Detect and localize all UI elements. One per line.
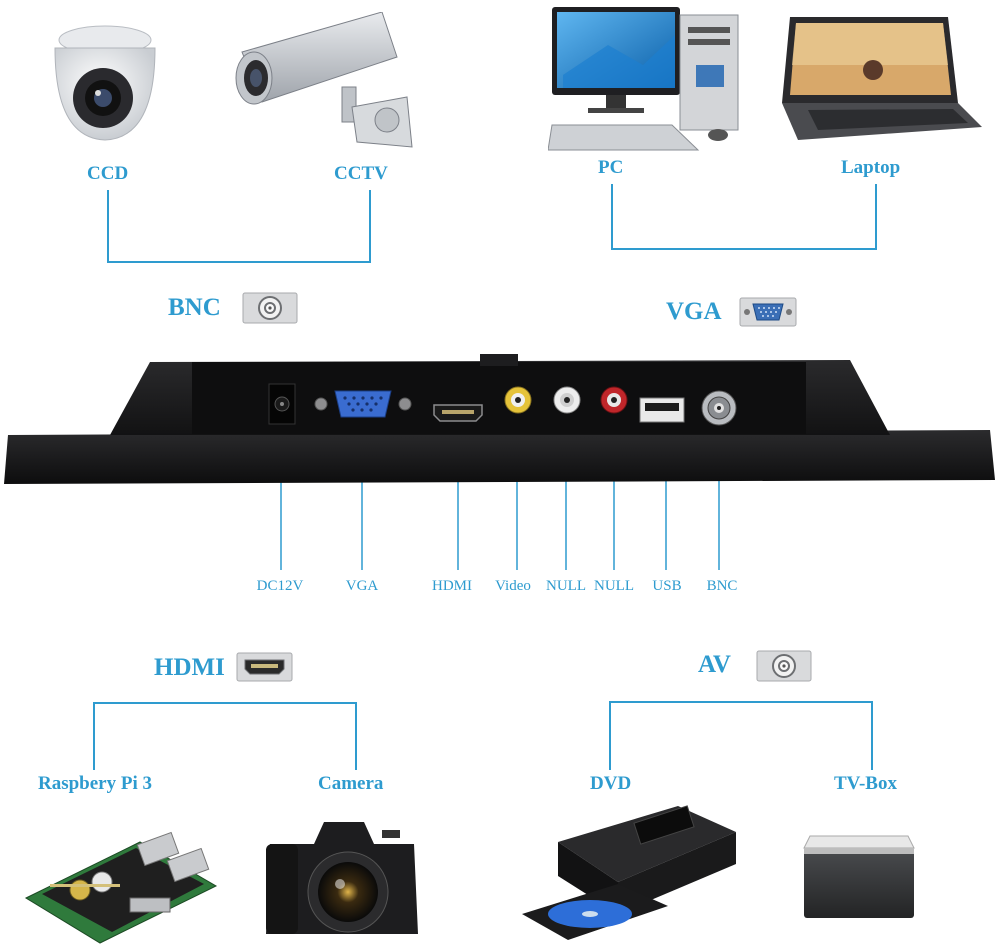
- video-rca-port: [504, 386, 532, 414]
- port-label-usb: USB: [652, 578, 682, 594]
- port-label-vga: VGA: [345, 578, 379, 594]
- pc-image: [548, 7, 739, 151]
- raspberry-pi-image: [24, 831, 218, 944]
- port-label-null-1: NULL: [546, 578, 586, 594]
- monitor-back-panel: [4, 354, 995, 484]
- section-title-bnc: BNC: [168, 294, 221, 321]
- section-title-vga: VGA: [666, 298, 722, 325]
- hdmi-port: [433, 404, 483, 422]
- tv-box-image: [803, 835, 915, 918]
- device-label-cctv: CCTV: [334, 163, 388, 184]
- device-label-raspberry-pi: Raspbery Pi 3: [38, 773, 152, 794]
- vga-port: [314, 390, 412, 418]
- rca-connector-icon: [756, 650, 812, 682]
- usb-port: [639, 397, 685, 423]
- null-rca-port-white: [553, 386, 581, 414]
- ccd-camera-image: [54, 25, 156, 141]
- port-label-video: Video: [495, 578, 531, 594]
- dc12v-port: [268, 383, 296, 425]
- port-label-bnc: BNC: [706, 578, 738, 594]
- port-label-dc12v: DC12V: [256, 578, 304, 594]
- device-label-ccd: CCD: [87, 163, 129, 184]
- bnc-connector-icon: [242, 292, 298, 324]
- section-title-hdmi: HDMI: [154, 654, 225, 681]
- port-label-null-2: NULL: [594, 578, 634, 594]
- laptop-image: [782, 17, 982, 140]
- bnc-port: [701, 390, 737, 426]
- section-title-av: AV: [698, 651, 731, 678]
- device-label-tv-box: TV-Box: [834, 773, 897, 794]
- device-label-pc: PC: [598, 157, 624, 178]
- device-label-laptop: Laptop: [841, 157, 901, 178]
- dvd-player-image: [522, 805, 736, 940]
- cctv-camera-image: [235, 12, 413, 148]
- camera-image: [266, 822, 418, 934]
- device-label-dvd: DVD: [590, 773, 632, 794]
- hdmi-connector-icon: [236, 652, 293, 682]
- vga-connector-icon: [739, 297, 797, 327]
- null-rca-port-red: [600, 386, 628, 414]
- port-label-hdmi: HDMI: [432, 578, 472, 594]
- device-label-camera: Camera: [318, 773, 384, 794]
